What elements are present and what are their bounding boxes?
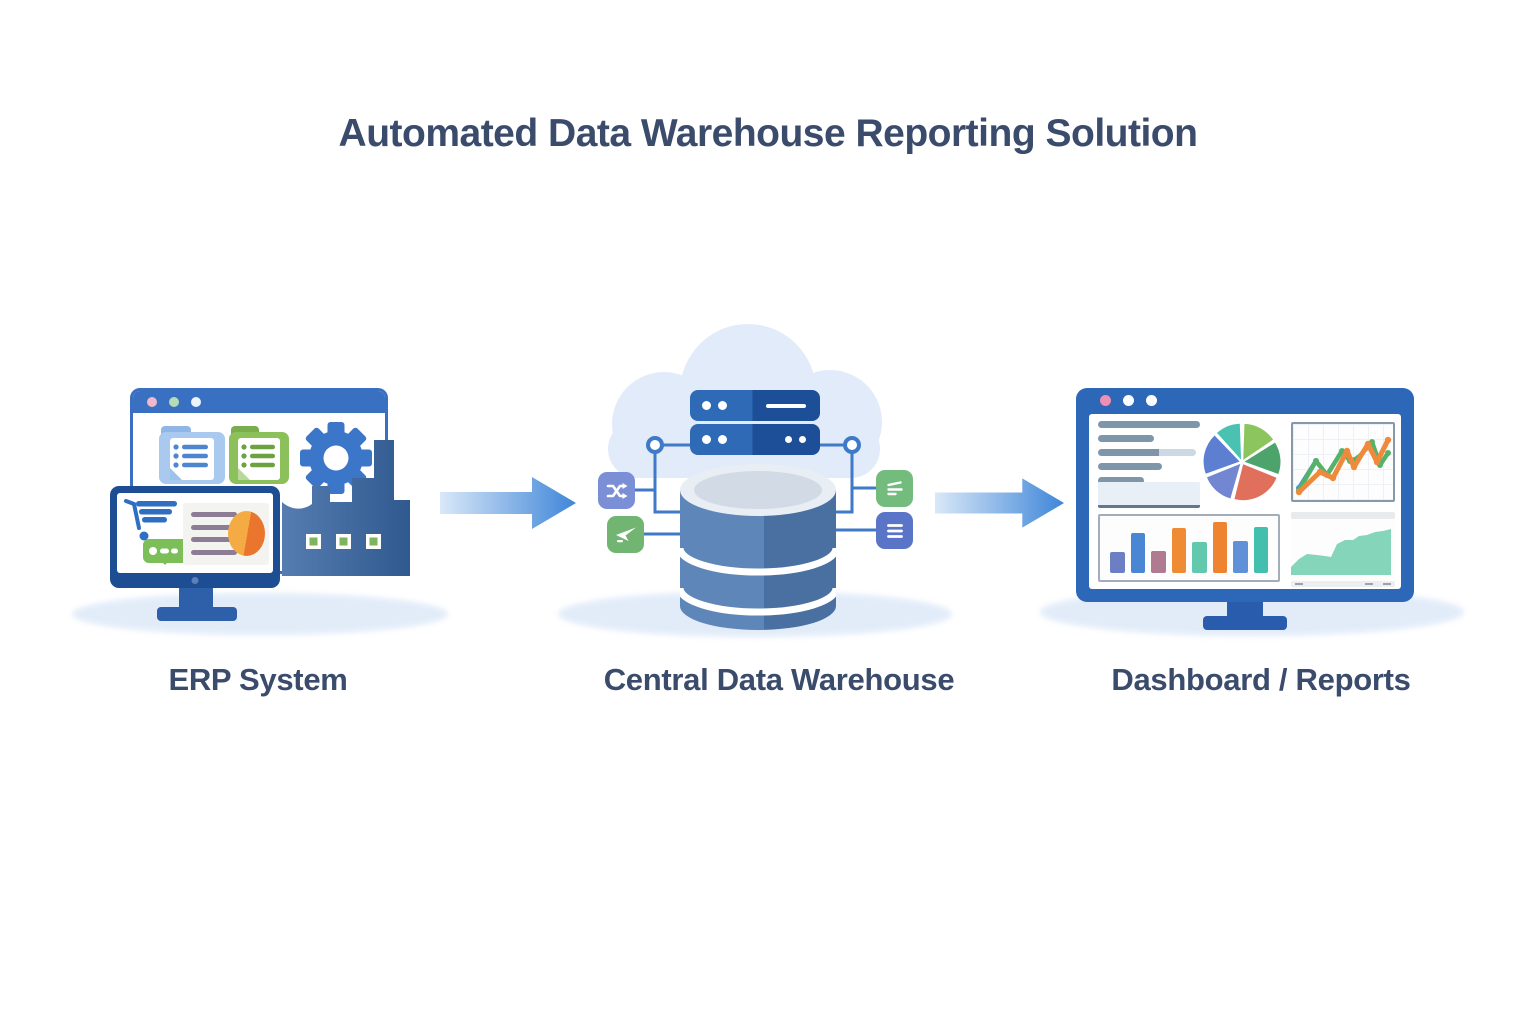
server-row-2: [690, 424, 820, 455]
list-icon: [876, 512, 913, 549]
summary-lines: [1098, 421, 1202, 491]
monitor-power-dot: [191, 577, 199, 584]
data-point: [1313, 458, 1319, 464]
pie-slice: [1244, 442, 1281, 475]
bar-chart: [1098, 514, 1280, 582]
bar: [1130, 532, 1145, 573]
pie-slice: [1243, 423, 1274, 460]
window-dot-white: [191, 397, 201, 407]
bar: [1171, 527, 1186, 573]
report-card: [183, 503, 269, 565]
data-point: [1384, 436, 1392, 444]
data-point: [1329, 474, 1337, 482]
window-dot-white: [1123, 395, 1134, 406]
erp-window-titlebar: [133, 391, 385, 413]
pie-slice: [1234, 464, 1277, 501]
database-icon: [680, 464, 836, 630]
area-series: [1291, 529, 1391, 575]
window-dot-pink: [147, 397, 157, 407]
dashboard-label: Dashboard / Reports: [1111, 662, 1411, 697]
folder-blue-icon: [159, 426, 225, 484]
bar-chart-bars: [1110, 519, 1268, 573]
data-point: [1295, 488, 1303, 496]
window-dot-pink: [1100, 395, 1111, 406]
pie-slice: [1203, 435, 1240, 474]
area-chart-header: [1291, 512, 1395, 519]
warehouse-label: Central Data Warehouse: [603, 662, 955, 697]
info-box: [1098, 482, 1200, 508]
arrow-right-icon: [440, 477, 576, 529]
server-row-1: [690, 390, 820, 421]
erp-monitor-stand-base: [157, 607, 237, 621]
data-point: [1350, 463, 1358, 471]
bar: [1253, 526, 1268, 573]
connector-node: [843, 436, 861, 454]
dashboard-screen: [1089, 414, 1401, 589]
data-point: [1373, 458, 1381, 466]
pie-slice: [1206, 463, 1241, 499]
page-title: Automated Data Warehouse Reporting Solut…: [338, 112, 1198, 155]
gear-icon: [300, 422, 372, 494]
card-text-line: [191, 537, 237, 542]
bar: [1212, 521, 1227, 573]
area-chart: [1291, 512, 1395, 587]
factory-windows: [306, 534, 381, 549]
database-stripe: [680, 587, 836, 616]
arrow-right-icon: [935, 478, 1065, 528]
folder-green-icon: [229, 426, 289, 484]
flow-arrow-1: [440, 477, 576, 529]
shuffle-icon: [598, 472, 635, 509]
dashboard-monitor: [1076, 388, 1414, 602]
database-stripe: [680, 547, 836, 576]
pie-chart: [1203, 423, 1281, 501]
data-point: [1343, 447, 1351, 455]
bar: [1151, 551, 1166, 573]
bar: [1110, 552, 1125, 573]
flow-arrow-2: [935, 478, 1065, 528]
erp-monitor: [110, 486, 280, 588]
data-point: [1385, 450, 1391, 456]
card-text-line: [191, 512, 237, 517]
bar: [1192, 541, 1207, 573]
window-dot-white: [1146, 395, 1157, 406]
dashboard-stand-base: [1203, 616, 1287, 630]
data-point: [1316, 468, 1324, 476]
report-lines-icon: [876, 470, 913, 507]
mini-pie-icon: [228, 511, 265, 556]
line-chart: [1291, 422, 1395, 502]
bar: [1233, 540, 1248, 573]
erp-monitor-screen: [117, 493, 273, 573]
card-text-line: [191, 524, 237, 530]
erp-label: ERP System: [168, 662, 348, 697]
erp-shadow: [72, 593, 448, 635]
plane-icon: [607, 516, 644, 553]
shopping-list-icon: [124, 499, 177, 541]
connector-lines: [635, 436, 876, 536]
factory-icon: [282, 440, 410, 576]
area-chart-footer: [1291, 581, 1395, 587]
data-point: [1364, 440, 1372, 448]
pie-slice: [1216, 423, 1242, 460]
card-text-line: [191, 549, 237, 555]
connector-node: [646, 436, 664, 454]
server-rack-icon: [690, 390, 820, 456]
window-dot-green: [169, 397, 179, 407]
